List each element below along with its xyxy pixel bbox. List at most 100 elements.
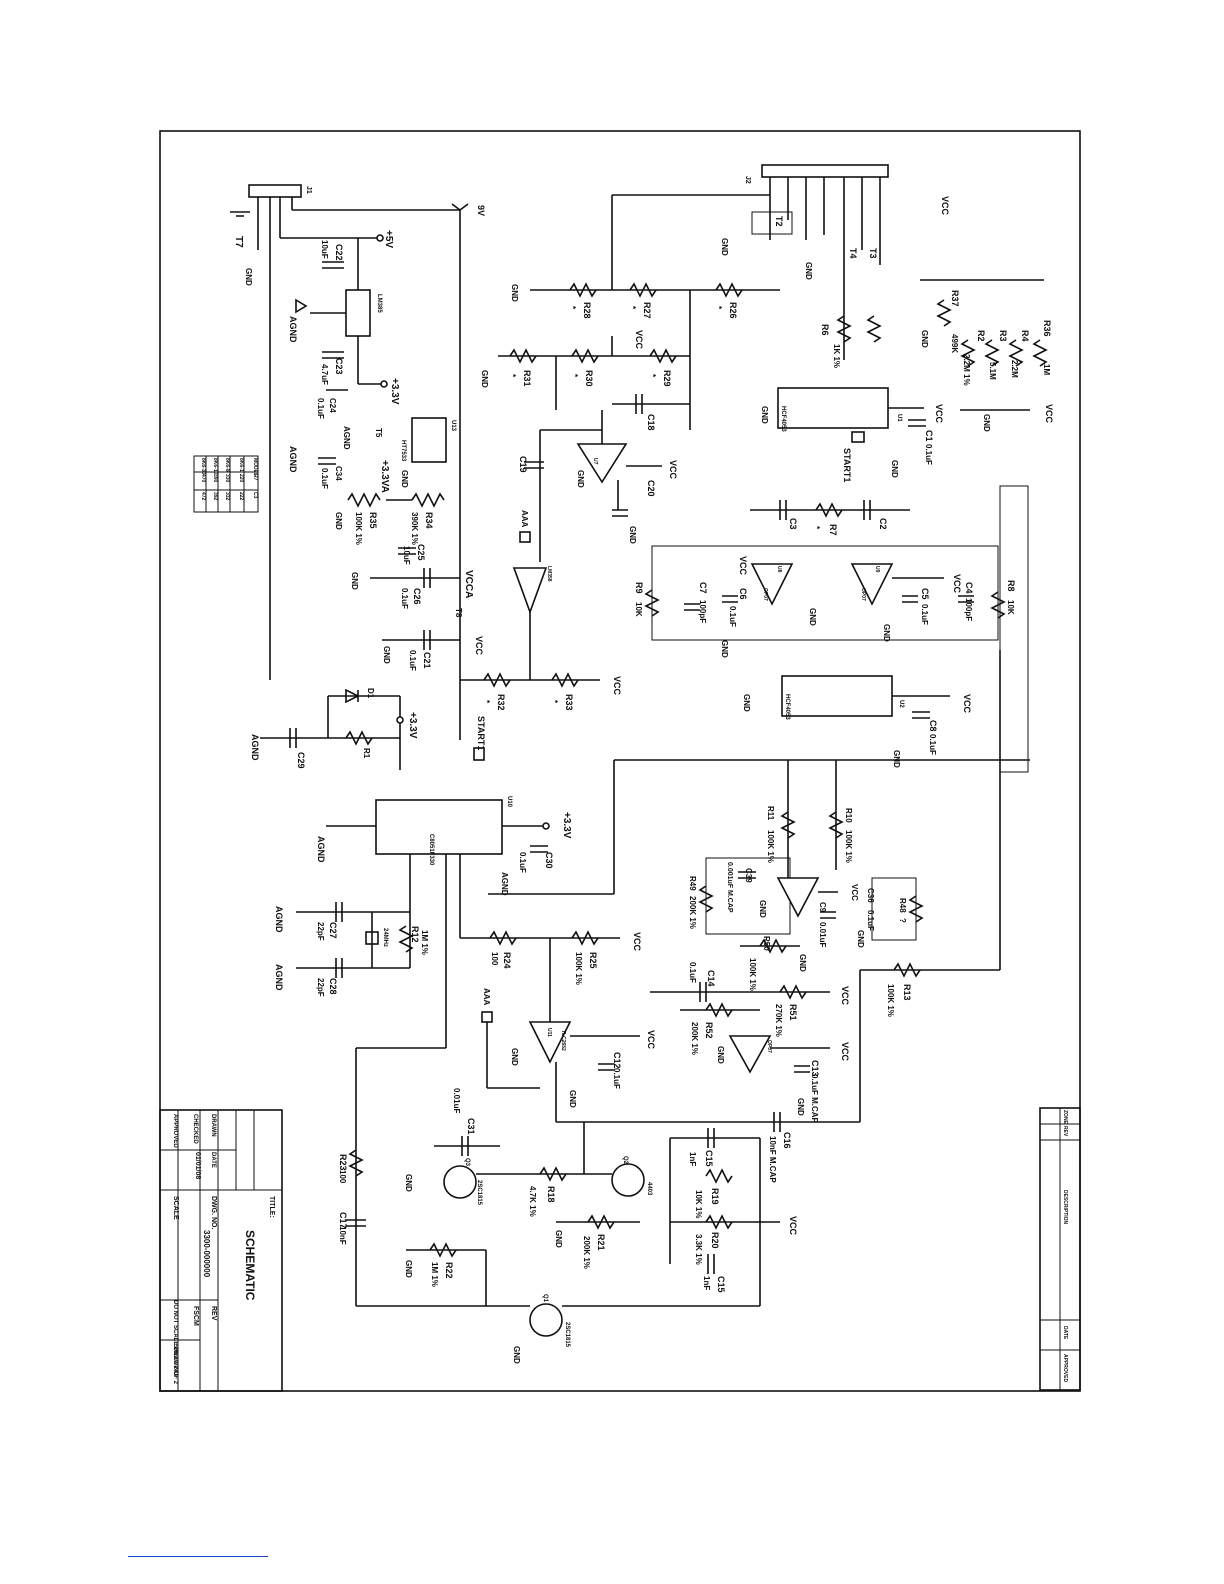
resistor-r19: R19 10K 1%: [694, 1168, 733, 1218]
svg-text:AGND: AGND: [250, 734, 260, 761]
svg-text:VCCA: VCCA: [463, 570, 474, 598]
title-block: TITLE: SCHEMATIC DWG. NO. 3300-000000 RE…: [159, 1109, 283, 1392]
svg-text:T8: T8: [454, 608, 463, 618]
model-table: MODEL R7 C3 8K6-1 220 222 8K6-8 330 332 …: [193, 455, 259, 513]
resistor-r27: R27 *: [628, 282, 657, 319]
svg-text:T2: T2: [774, 216, 784, 227]
svg-text:GND: GND: [920, 330, 929, 348]
capacitor-c18: C18: [612, 394, 690, 431]
j1-label: J1: [305, 186, 312, 194]
svg-text:AGND: AGND: [316, 836, 326, 863]
svg-text:200K 1%: 200K 1%: [582, 1236, 591, 1269]
svg-text:0.1uF: 0.1uF: [400, 588, 409, 609]
svg-text:ZONE: ZONE: [1062, 1110, 1068, 1125]
resistor-r7: R7 *: [812, 502, 843, 536]
svg-text:01/01/08: 01/01/08: [194, 1152, 201, 1179]
svg-text:10K: 10K: [1006, 600, 1015, 615]
svg-text:8K6-10: 8K6-10: [212, 458, 218, 475]
reference-u13: U13 HT7533: [400, 417, 456, 463]
svg-text:VCC: VCC: [952, 574, 962, 594]
svg-text:330: 330: [224, 474, 230, 483]
svg-text:C23: C23: [334, 358, 344, 375]
svg-text:C20: C20: [646, 480, 656, 497]
capacitor-c29: C29 AGND: [250, 728, 328, 769]
resistor-r1: R1: [328, 730, 400, 759]
mcu-u10: C8051F330 U10 AGND +3.3V: [316, 796, 572, 866]
svg-text:R24: R24: [502, 952, 512, 969]
svg-text:0.1uF: 0.1uF: [408, 650, 417, 671]
resistor-r22: R22 1M 1% GND: [404, 1242, 486, 1287]
svg-text:CHECKED: CHECKED: [192, 1114, 198, 1144]
svg-text:GND: GND: [892, 750, 901, 768]
svg-text:R49: R49: [688, 876, 697, 891]
svg-text:LM358: LM358: [546, 566, 552, 582]
svg-text:GND: GND: [760, 406, 769, 424]
svg-text:R7: R7: [828, 524, 838, 536]
resistor-r32: R32 *: [482, 672, 511, 711]
svg-text:392: 392: [212, 492, 218, 501]
svg-text:C16: C16: [782, 1132, 792, 1149]
resistor-r3: R3 5.1M: [984, 330, 1008, 380]
resistor-r50: R50 100K 1% GND: [740, 936, 807, 991]
resistor-r13: R13 100K 1%: [860, 650, 1001, 1017]
capacitor-c24: C24 0.1uF: [316, 389, 348, 419]
svg-text:C3: C3: [788, 518, 798, 530]
svg-text:Q2: Q2: [622, 1156, 628, 1165]
svg-text:R48: R48: [898, 898, 907, 913]
svg-text:?: ?: [898, 918, 907, 923]
connector-j1: J1: [248, 184, 312, 680]
svg-text:R2: R2: [976, 330, 986, 342]
resistor-r28: R28 *: [568, 282, 597, 319]
drawing-border: [159, 130, 1081, 1392]
svg-text:200K 1%: 200K 1%: [688, 896, 697, 929]
svg-text:C9: C9: [818, 902, 827, 913]
svg-text:C15: C15: [704, 1150, 714, 1167]
title-label: TITLE:: [268, 1196, 275, 1218]
capacitor-c25: C25 10uF: [398, 544, 426, 565]
test-point-t7: T7 GND: [230, 211, 259, 286]
svg-text:220: 220: [238, 474, 244, 483]
svg-text:U13: U13: [450, 420, 456, 432]
svg-text:DATE: DATE: [1062, 1326, 1068, 1340]
resistor-r25: R25 100K 1%: [571, 930, 599, 985]
svg-text:AGND: AGND: [288, 446, 298, 473]
svg-text:U2: U2: [898, 700, 904, 708]
capacitor-c14: C12 0.1uF GND: [568, 1052, 622, 1108]
svg-text:R9: R9: [634, 582, 644, 594]
svg-text:R32: R32: [496, 694, 506, 711]
svg-text:R51: R51: [788, 1004, 798, 1021]
svg-text:R1: R1: [362, 748, 371, 759]
capacitor-c12: C13 0.1uF M.CAP GND: [794, 1060, 820, 1124]
svg-text:U8: U8: [776, 566, 782, 573]
resistor-r21: R21 200K 1% GND: [554, 1214, 640, 1269]
transistor-q3: Q3 2SC1815 GND: [404, 1158, 482, 1206]
svg-text:100: 100: [338, 1170, 347, 1184]
svg-text:R19: R19: [710, 1188, 720, 1205]
svg-text:VCC: VCC: [646, 1030, 656, 1050]
svg-text:C7: C7: [698, 582, 708, 594]
svg-text:R37: R37: [950, 290, 960, 307]
svg-text:4403: 4403: [646, 1182, 652, 1196]
svg-text:270K 1%: 270K 1%: [774, 1004, 783, 1037]
transistor-q1: Q1 2SC1815 GND: [512, 1294, 570, 1364]
resistor-r29: R29 *: [648, 348, 677, 387]
svg-text:U7: U7: [592, 458, 598, 465]
mux-u1: HCF4053 U1 VCC GND: [760, 387, 944, 432]
diode-d1: D1: [328, 688, 400, 704]
svg-text:GND: GND: [244, 268, 253, 286]
svg-text:GND: GND: [334, 512, 343, 530]
svg-text:R50: R50: [762, 936, 771, 951]
svg-text:R13: R13: [902, 984, 912, 1001]
svg-text:C13: C13: [810, 1060, 820, 1077]
svg-text:4.7uF: 4.7uF: [320, 364, 329, 385]
svg-text:APPROVED: APPROVED: [172, 1114, 178, 1148]
svg-text:*: *: [570, 374, 579, 378]
drawing-number: 3300-000000: [202, 1230, 211, 1278]
capacitor-c22: C22 10uF: [320, 240, 344, 269]
svg-text:0.1uF: 0.1uF: [688, 962, 697, 983]
capacitor-c36: C9 0.01uF VCC GND: [818, 884, 865, 948]
svg-text:T4: T4: [848, 248, 858, 259]
svg-text:VCC: VCC: [1044, 404, 1054, 424]
svg-text:GND: GND: [404, 1174, 413, 1192]
capacitor-c17: C17 10nF: [338, 1212, 366, 1245]
